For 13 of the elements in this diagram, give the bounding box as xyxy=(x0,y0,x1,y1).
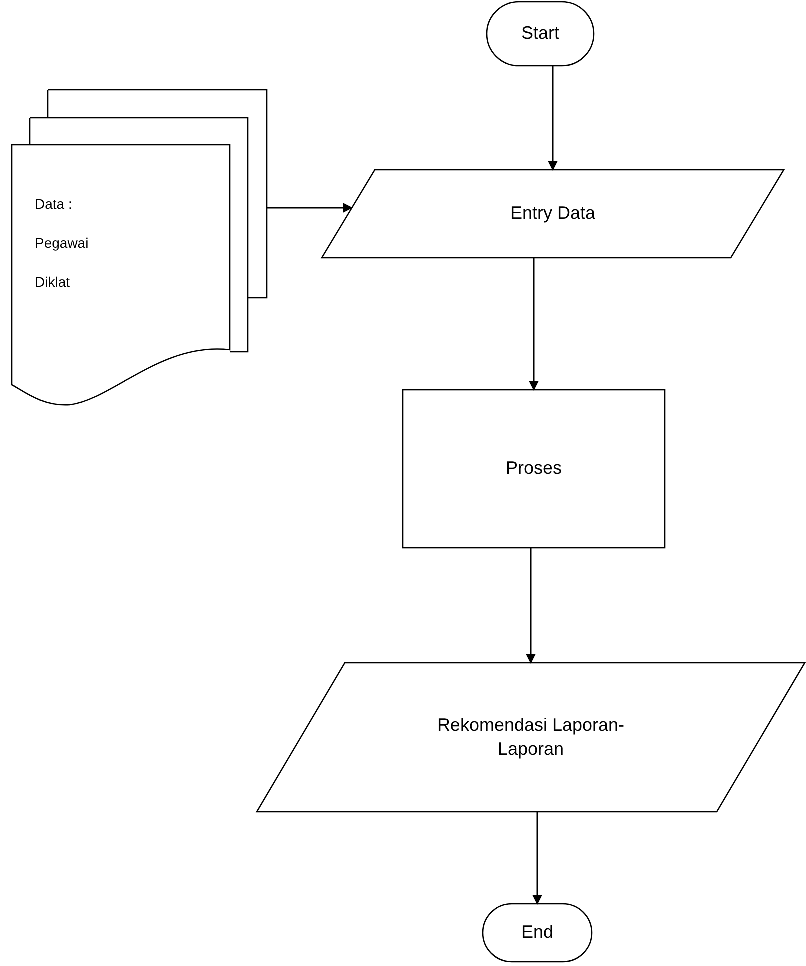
node-label: Entry Data xyxy=(510,202,596,226)
node-label: Rekomendasi Laporan-Laporan xyxy=(436,714,626,761)
node-label: Start xyxy=(521,22,560,46)
arrow xyxy=(526,548,536,664)
node-label: Proses xyxy=(506,457,562,480)
document-text: Diklat xyxy=(35,274,70,290)
document-text: Pegawai xyxy=(35,235,89,251)
node-label: End xyxy=(521,921,554,944)
document-text: Data : xyxy=(35,196,72,212)
arrow xyxy=(267,203,354,213)
arrow xyxy=(529,258,539,391)
arrow xyxy=(548,66,558,171)
arrow xyxy=(532,812,542,905)
